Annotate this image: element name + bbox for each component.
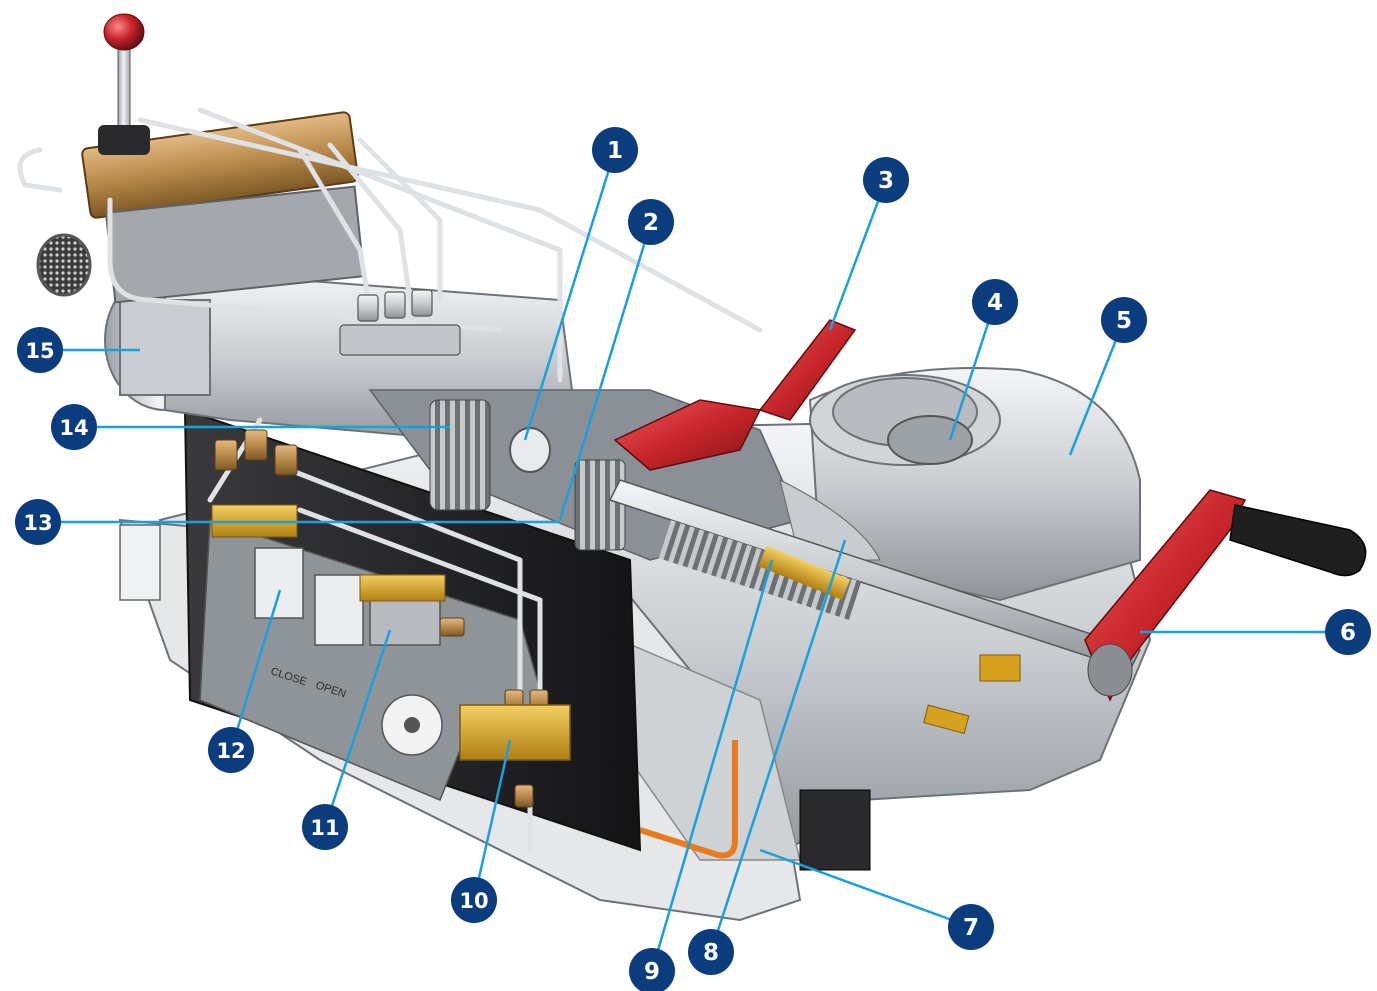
- override-base: [98, 125, 150, 155]
- leader-line-5: [1068, 319, 1126, 456]
- callout-badge-5: [1101, 297, 1147, 343]
- callout-15: 15: [17, 327, 63, 373]
- callout-12: 12: [208, 727, 254, 773]
- callout-badge-8: [688, 929, 734, 975]
- callout-number-5: 5: [1116, 308, 1132, 334]
- callout-number-12: 12: [216, 739, 245, 763]
- callout-number-2: 2: [643, 210, 659, 236]
- declutch-lever: [758, 319, 857, 421]
- callout-10: 10: [451, 877, 497, 923]
- callout-14: 14: [51, 404, 97, 450]
- gear-large: [429, 399, 491, 511]
- callout-11: 11: [302, 804, 348, 850]
- callout-badge-2: [628, 199, 674, 245]
- callout-4: 4: [972, 279, 1018, 325]
- solenoid-cap: [359, 574, 446, 602]
- callout-badge-6: [1325, 609, 1371, 655]
- callout-badge-11: [302, 804, 348, 850]
- bracket-left: [119, 524, 161, 601]
- callout-badge-1: [592, 127, 638, 173]
- callout-number-8: 8: [703, 940, 719, 966]
- leader-line-2: [558, 221, 653, 521]
- callout-13: 13: [15, 499, 61, 545]
- callout-9: 9: [629, 948, 675, 991]
- leader-line-4: [948, 301, 997, 441]
- callout-number-15: 15: [25, 339, 54, 363]
- limit-switch-1: [254, 547, 304, 619]
- callout-number-7: 7: [963, 915, 979, 941]
- tube-fittings: [339, 289, 461, 356]
- callout-number-10: 10: [459, 889, 488, 913]
- leader-line-8: [709, 539, 847, 953]
- callout-badge-4: [972, 279, 1018, 325]
- mounting-foot: [799, 789, 871, 871]
- leader-line-11: [323, 629, 392, 828]
- callout-badge-10: [451, 877, 497, 923]
- callout-badge-12: [208, 727, 254, 773]
- leader-line-9: [650, 559, 774, 972]
- callout-number-14: 14: [59, 416, 88, 440]
- handwheel-crank: [1084, 489, 1247, 702]
- motor-block: [119, 299, 211, 396]
- gear-small: [574, 459, 626, 551]
- drive-bore: [887, 415, 973, 465]
- callout-3: 3: [863, 157, 909, 203]
- manual-override-knob: [103, 13, 145, 51]
- callout-number-3: 3: [878, 168, 894, 194]
- breather-filter: [36, 233, 92, 297]
- leader-line-12: [229, 589, 282, 751]
- leader-line-10: [472, 739, 512, 901]
- callout-badge-15: [17, 327, 63, 373]
- leader-lines: [38, 149, 1348, 972]
- position-dial-center: [404, 717, 420, 733]
- leader-line-7: [759, 848, 972, 929]
- callout-5: 5: [1101, 297, 1147, 343]
- leader-line-1: [523, 149, 617, 441]
- crank-hub: [1087, 643, 1133, 697]
- callout-badge-7: [948, 904, 994, 950]
- callout-8: 8: [688, 929, 734, 975]
- yellow-gear-rack: [758, 545, 851, 600]
- callout-badge-9: [629, 948, 675, 991]
- spring-pack: [979, 654, 1021, 682]
- callout-6: 6: [1325, 609, 1371, 655]
- gear-hub: [509, 427, 551, 473]
- spring-pack-lower: [922, 704, 970, 735]
- callout-2: 2: [628, 199, 674, 245]
- callout-number-6: 6: [1340, 620, 1356, 646]
- callout-number-1: 1: [607, 138, 623, 164]
- callout-number-13: 13: [23, 511, 52, 535]
- callout-number-9: 9: [644, 959, 660, 985]
- limit-switch-2: [314, 574, 364, 646]
- red-clutch-part: [613, 399, 762, 471]
- callout-7: 7: [948, 904, 994, 950]
- callout-badge-3: [863, 157, 909, 203]
- solenoid-valve-10: [459, 704, 571, 761]
- callout-number-11: 11: [310, 816, 339, 840]
- callout-number-4: 4: [987, 290, 1003, 316]
- callout-badge-14: [51, 404, 97, 450]
- callout-1: 1: [592, 127, 638, 173]
- actuator-illustration: CLOSE OPEN: [17, 13, 1367, 922]
- crank-grip: [1229, 504, 1367, 577]
- orange-tube: [639, 740, 738, 859]
- worm-gear: [658, 520, 862, 620]
- callout-badge-13: [15, 499, 61, 545]
- leader-line-3: [828, 179, 888, 331]
